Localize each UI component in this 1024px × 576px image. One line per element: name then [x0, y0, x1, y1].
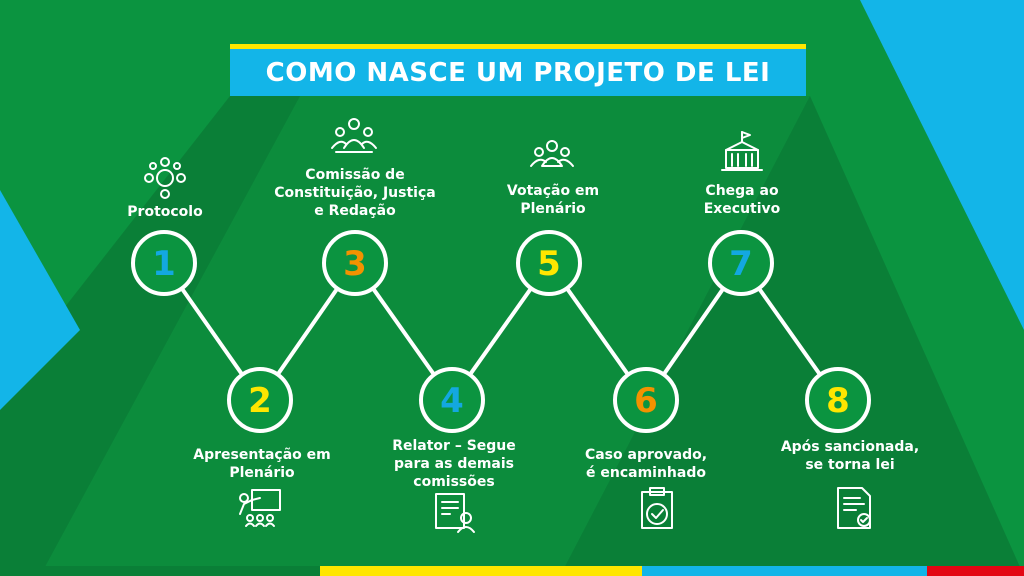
bottom-bar-yellow [320, 566, 642, 576]
step-7-circle [708, 230, 774, 296]
bottom-bar-blue [642, 566, 927, 576]
step-4-number: 4 [440, 381, 464, 421]
step-6-label: Caso aprovado, é encaminhado [584, 447, 708, 481]
step-7-label: Chega ao Executivo [703, 183, 781, 217]
step-7-number: 7 [729, 244, 753, 284]
step-4-label: Relator – Segue para as demais comissões [392, 438, 516, 490]
step-6-circle [613, 367, 679, 433]
step-1-number: 1 [152, 244, 176, 284]
mid-green-band [40, 96, 810, 576]
step-8-number: 8 [826, 381, 850, 421]
step-3-circle [322, 230, 388, 296]
presenter-icon [239, 489, 281, 527]
voting-group-icon [530, 140, 574, 167]
step-5-number: 5 [537, 244, 561, 284]
step-3-label: Comissão de Constituição, Justiça e Reda… [274, 167, 436, 219]
committee-icon [331, 118, 377, 153]
step-circles: 1 2 3 4 5 6 7 8 [131, 230, 871, 433]
step-4-circle [419, 367, 485, 433]
meeting-table-icon [144, 157, 186, 199]
step-1-label: Protocolo [127, 204, 203, 220]
step-1-circle [131, 230, 197, 296]
step-5-circle [516, 230, 582, 296]
resume-document-icon [435, 493, 475, 533]
step-2-number: 2 [248, 381, 272, 421]
step-6-number: 6 [634, 381, 658, 421]
title-banner: COMO NASCE UM PROJETO DE LEI [230, 44, 806, 96]
left-blue-triangle [0, 190, 80, 410]
step-2-label: Apresentação em Plenário [193, 447, 331, 481]
government-building-icon [721, 131, 763, 171]
step-8-label: Após sancionada, se torna lei [780, 439, 920, 473]
step-8-circle [805, 367, 871, 433]
bottom-bar-red [927, 566, 1024, 576]
bottom-bar-green [0, 566, 320, 576]
page-title: COMO NASCE UM PROJETO DE LEI [265, 57, 771, 88]
certified-document-icon [837, 487, 871, 529]
right-blue-triangle [860, 0, 1024, 330]
clipboard-check-icon [641, 487, 673, 529]
step-3-number: 3 [343, 244, 367, 284]
step-2-circle [227, 367, 293, 433]
step-5-label: Votação em Plenário [506, 183, 600, 217]
